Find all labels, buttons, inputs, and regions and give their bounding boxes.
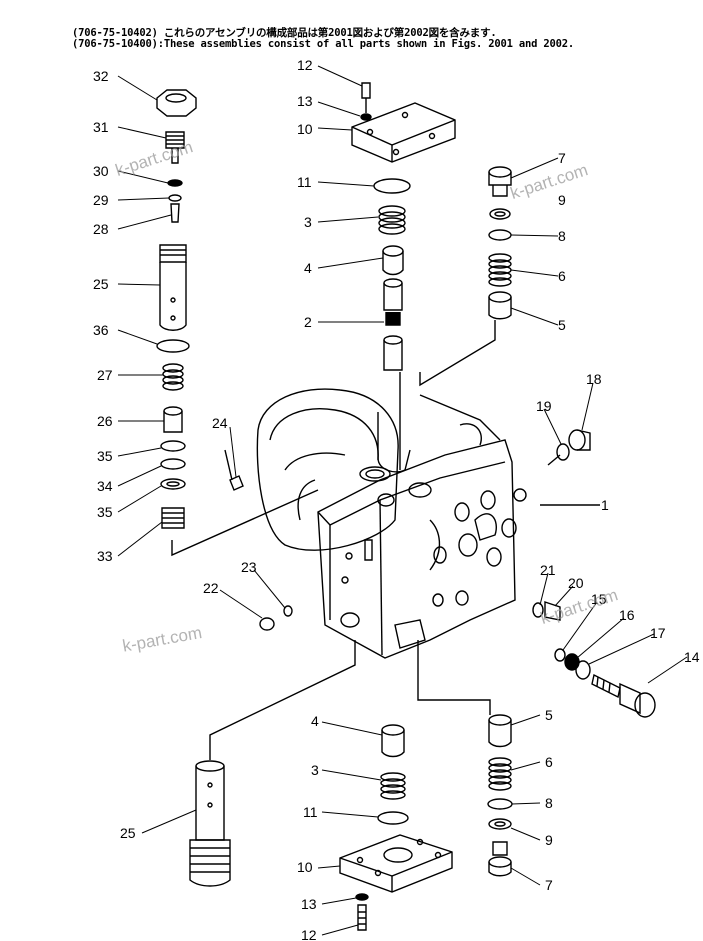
callout-13-bot: 13 — [301, 896, 317, 912]
callout-9-top: 9 — [558, 192, 566, 208]
callout-20: 20 — [568, 575, 584, 591]
callout-24: 24 — [212, 415, 228, 431]
callout-1: 1 — [601, 497, 609, 513]
header-note-japanese: (706-75-10402) これらのアセンブリの構成部品は第2001図および第… — [72, 27, 497, 39]
callout-2: 2 — [304, 314, 312, 330]
callout-34: 34 — [97, 478, 113, 494]
callout-3-top: 3 — [304, 214, 312, 230]
callout-labels: 12 13 10 11 3 4 2 32 31 30 29 28 25 36 2… — [93, 57, 700, 941]
top-center-parts — [351, 82, 456, 371]
callout-leaders — [117, 65, 688, 936]
callout-7-top: 7 — [558, 150, 566, 166]
bottom-left-cartridge — [189, 760, 231, 887]
callout-26: 26 — [97, 413, 113, 429]
callout-22: 22 — [203, 580, 219, 596]
top-right-parts — [488, 166, 512, 320]
callout-31: 31 — [93, 119, 109, 135]
bottom-right-parts — [487, 714, 513, 877]
callout-19: 19 — [536, 398, 552, 414]
callout-23: 23 — [241, 559, 257, 575]
callout-4-top: 4 — [304, 260, 312, 276]
callout-6-top: 6 — [558, 268, 566, 284]
callout-14: 14 — [684, 649, 700, 665]
callout-9-bot: 9 — [545, 832, 553, 848]
callout-25-top: 25 — [93, 276, 109, 292]
valve-body-assembly — [256, 388, 527, 659]
callout-17: 17 — [650, 625, 666, 641]
right-side-parts — [532, 429, 656, 718]
callout-30: 30 — [93, 163, 109, 179]
callout-12-bot: 12 — [301, 927, 317, 941]
callout-32: 32 — [93, 68, 109, 84]
callout-12-top: 12 — [297, 57, 313, 73]
callout-28: 28 — [93, 221, 109, 237]
callout-8-bot: 8 — [545, 795, 553, 811]
routing-lines — [171, 320, 600, 760]
header-note-english: (706-75-10400):These assemblies consist … — [72, 38, 574, 50]
callout-35-a: 35 — [97, 448, 113, 464]
bottom-center-parts — [339, 724, 453, 931]
callout-10-top: 10 — [297, 121, 313, 137]
callout-4-bot: 4 — [311, 713, 319, 729]
callout-29: 29 — [93, 192, 109, 208]
callout-6-bot: 6 — [545, 754, 553, 770]
callout-21: 21 — [540, 562, 556, 578]
callout-36: 36 — [93, 322, 109, 338]
callout-15: 15 — [591, 591, 607, 607]
callout-7-bot: 7 — [545, 877, 553, 893]
callout-25-bot: 25 — [120, 825, 136, 841]
callout-5-top: 5 — [558, 317, 566, 333]
callout-11-bot: 11 — [303, 804, 318, 820]
callout-10-bot: 10 — [297, 859, 313, 875]
callout-3-bot: 3 — [311, 762, 319, 778]
mid-left-parts — [259, 605, 293, 631]
callout-27: 27 — [97, 367, 113, 383]
callout-8-top: 8 — [558, 228, 566, 244]
callout-16: 16 — [619, 607, 635, 623]
callout-18: 18 — [586, 371, 602, 387]
callout-5-bot: 5 — [545, 707, 553, 723]
callout-35-b: 35 — [97, 504, 113, 520]
callout-11-top: 11 — [297, 174, 312, 190]
callout-33: 33 — [97, 548, 113, 564]
callout-13-top: 13 — [297, 93, 313, 109]
